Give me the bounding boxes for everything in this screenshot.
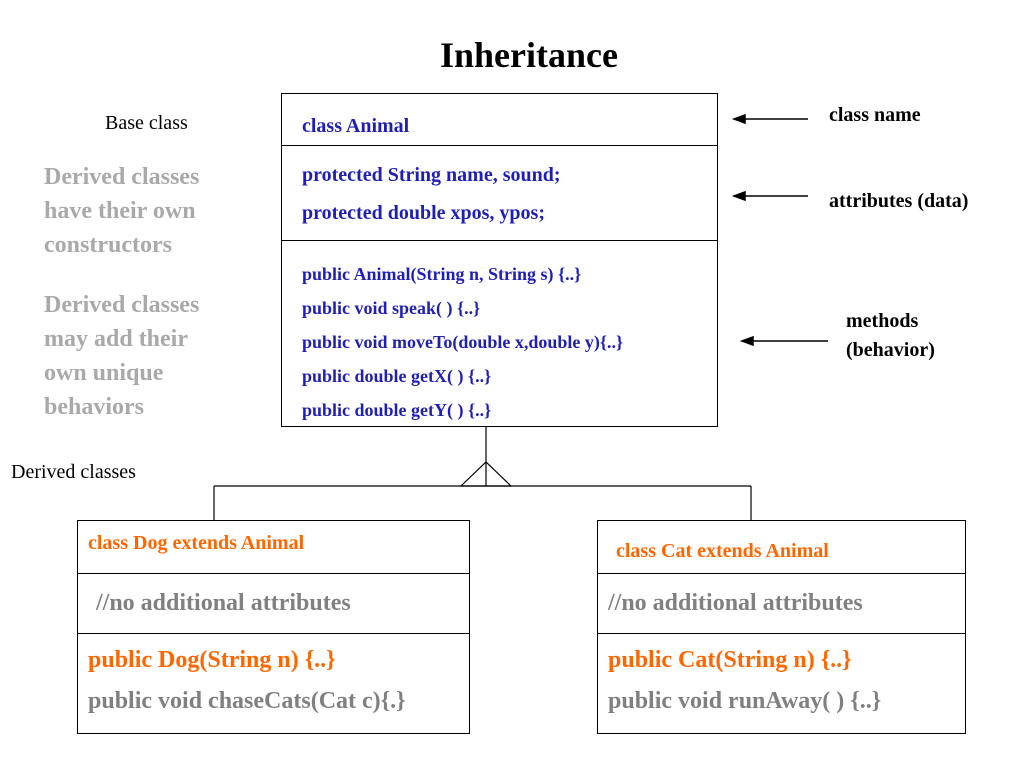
class-name-label: class name (829, 104, 921, 126)
cat-attributes-section: //no additional attributes (598, 573, 965, 633)
cat-class-name: class Cat extends Animal (616, 540, 829, 562)
attributes-label: attributes (data) (829, 190, 969, 212)
animal-class-name: class Animal (302, 115, 410, 137)
note-behaviors-line: behaviors (44, 394, 145, 420)
cat-methods: public Cat(String n) {..} public void ru… (608, 640, 881, 722)
arrow-methods (739, 335, 828, 347)
animal-name-section: class Animal (282, 94, 717, 145)
methods-label-line: methods (846, 310, 919, 332)
dog-constructor: public Dog(String n) {..} (88, 647, 336, 673)
note-constructors-line: Derived classes (44, 164, 200, 190)
arrow-attributes (731, 190, 808, 202)
note-behaviors: Derived classes may add their own unique… (44, 288, 199, 424)
method-line: public Animal(String n, String s) {..} (302, 264, 582, 284)
method-line: public void moveTo(double x,double y){..… (302, 332, 624, 352)
cat-class-box: class Cat extends Animal //no additional… (597, 520, 966, 734)
arrow-class-name (731, 113, 808, 125)
diagram-title: Inheritance (440, 35, 618, 75)
animal-attributes-section: protected String name, sound; protected … (282, 145, 717, 240)
attribute-line: protected String name, sound; (302, 164, 561, 186)
methods-label: methods (behavior) (846, 307, 935, 365)
dog-attributes-section: //no additional attributes (78, 573, 469, 633)
cat-constructor: public Cat(String n) {..} (608, 647, 852, 673)
inheritance-connector (213, 427, 752, 521)
dog-method: public void chaseCats(Cat c){.} (88, 688, 406, 714)
note-constructors-line: have their own (44, 198, 196, 224)
dog-class-name: class Dog extends Animal (88, 532, 305, 554)
method-line: public void speak( ) {..} (302, 298, 481, 318)
method-line: public double getX( ) {..} (302, 366, 492, 386)
cat-attributes: //no additional attributes (608, 590, 863, 616)
method-line: public double getY( ) {..} (302, 400, 492, 420)
note-behaviors-line: Derived classes (44, 292, 200, 318)
note-behaviors-line: own unique (44, 360, 164, 386)
note-constructors-line: constructors (44, 232, 172, 258)
animal-methods: public Animal(String n, String s) {..} p… (302, 257, 623, 427)
cat-name-section: class Cat extends Animal (598, 521, 965, 573)
dog-class-box: class Dog extends Animal //no additional… (77, 520, 470, 734)
base-class-label: Base class (105, 112, 188, 134)
derived-classes-label: Derived classes (11, 461, 136, 483)
dog-name-section: class Dog extends Animal (78, 521, 469, 573)
animal-class-box: class Animal protected String name, soun… (281, 93, 718, 427)
animal-attributes: protected String name, sound; protected … (302, 156, 561, 232)
animal-methods-section: public Animal(String n, String s) {..} p… (282, 240, 717, 426)
methods-label-line: (behavior) (846, 339, 935, 361)
cat-method: public void runAway( ) {..} (608, 688, 882, 714)
note-constructors: Derived classes have their own construct… (44, 160, 199, 262)
attribute-line: protected double xpos, ypos; (302, 202, 545, 224)
cat-methods-section: public Cat(String n) {..} public void ru… (598, 633, 965, 733)
dog-methods: public Dog(String n) {..} public void ch… (88, 640, 406, 722)
note-behaviors-line: may add their (44, 326, 188, 352)
dog-methods-section: public Dog(String n) {..} public void ch… (78, 633, 469, 733)
dog-attributes: //no additional attributes (96, 590, 351, 616)
